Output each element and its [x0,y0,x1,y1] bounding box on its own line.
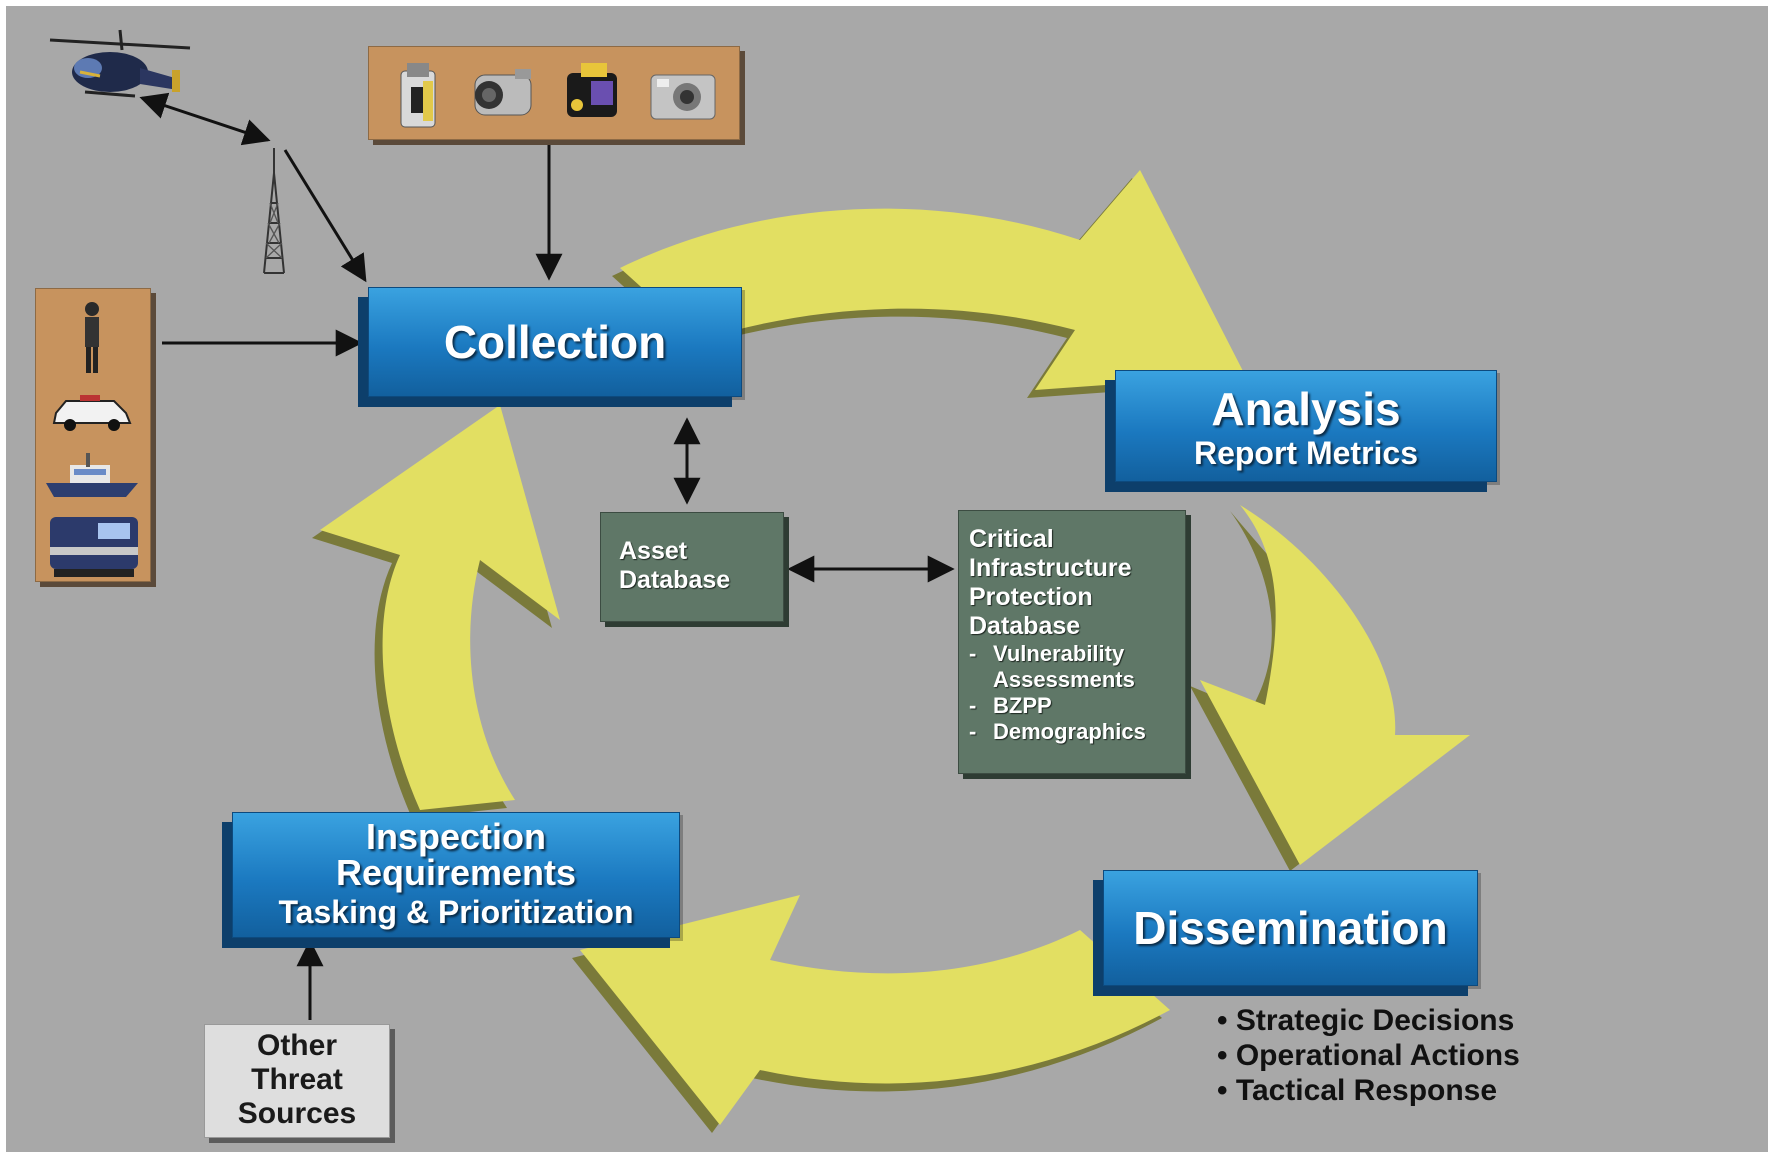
asset-db-line-2: Database [619,566,731,594]
threat-line-3: Sources [237,1097,357,1130]
inspection-requirements-box: Inspection Requirements Tasking & Priori… [232,812,680,938]
cip-db-line-4: Database [969,612,1081,640]
analysis-subtitle: Report Metrics [1193,435,1419,471]
collection-title: Collection [443,316,667,368]
sensor-icons-row [400,63,716,128]
asset-db-line-1: Asset [619,537,688,565]
dissemination-title: Dissemination [1133,902,1448,954]
cycle-arrow-collection-to-analysis [612,170,1245,398]
cycle-arrow-analysis-to-dissemination [1190,505,1470,871]
officer-icon [85,302,99,373]
bullet-item: • Tactical Response [1217,1074,1498,1107]
bullet-item: • Strategic Decisions [1217,1004,1515,1037]
thermal-camera-icon [567,63,617,117]
cip-db-item: -Demographics [969,719,1146,744]
dissemination-box: Dissemination [1103,870,1478,986]
collection-box: Collection [368,287,742,397]
radio-tower-icon [263,148,285,274]
arrow-helicopter-tower [139,92,271,146]
inspection-line-2: Requirements [335,852,577,893]
dissemination-bullets: • Strategic Decisions • Operational Acti… [1217,1003,1520,1108]
sensor-equipment-panel [368,46,740,140]
cycle-arrow-dissemination-to-inspection [572,895,1170,1133]
inspection-line-3: Tasking & Prioritization [278,894,634,930]
cip-db-item: -BZPP [969,693,1052,718]
analysis-title: Analysis [1211,383,1401,435]
cip-db-item-continued: Assessments [993,667,1135,692]
inspection-line-1: Inspection [365,816,547,857]
arrow-tower-to-collection [283,149,367,283]
locomotive-icon [50,517,138,577]
laser-scanner-icon [400,63,436,128]
asset-icons-column [46,302,138,577]
bullet-item: • Operational Actions [1217,1039,1520,1072]
helicopter-icon [49,29,191,98]
threat-line-2: Threat [251,1063,343,1096]
field-assets-panel [35,288,151,582]
cycle-arrow-inspection-to-collection [312,405,560,818]
digital-camera-icon [650,74,716,120]
cip-database-box: Critical Infrastructure Protection Datab… [958,510,1186,774]
other-threat-sources-box: Other Threat Sources [204,1024,390,1138]
cip-db-line-3: Protection [969,583,1093,611]
asset-database-box: Asset Database [600,512,784,622]
analysis-box: Analysis Report Metrics [1115,370,1497,482]
threat-line-1: Other [256,1029,337,1062]
camcorder-icon [474,69,532,116]
cip-db-item: -Vulnerability [969,641,1125,666]
police-car-icon [52,395,132,431]
patrol-boat-icon [46,453,138,497]
cip-db-line-2: Infrastructure [969,554,1132,582]
cip-db-line-1: Critical [969,525,1054,553]
